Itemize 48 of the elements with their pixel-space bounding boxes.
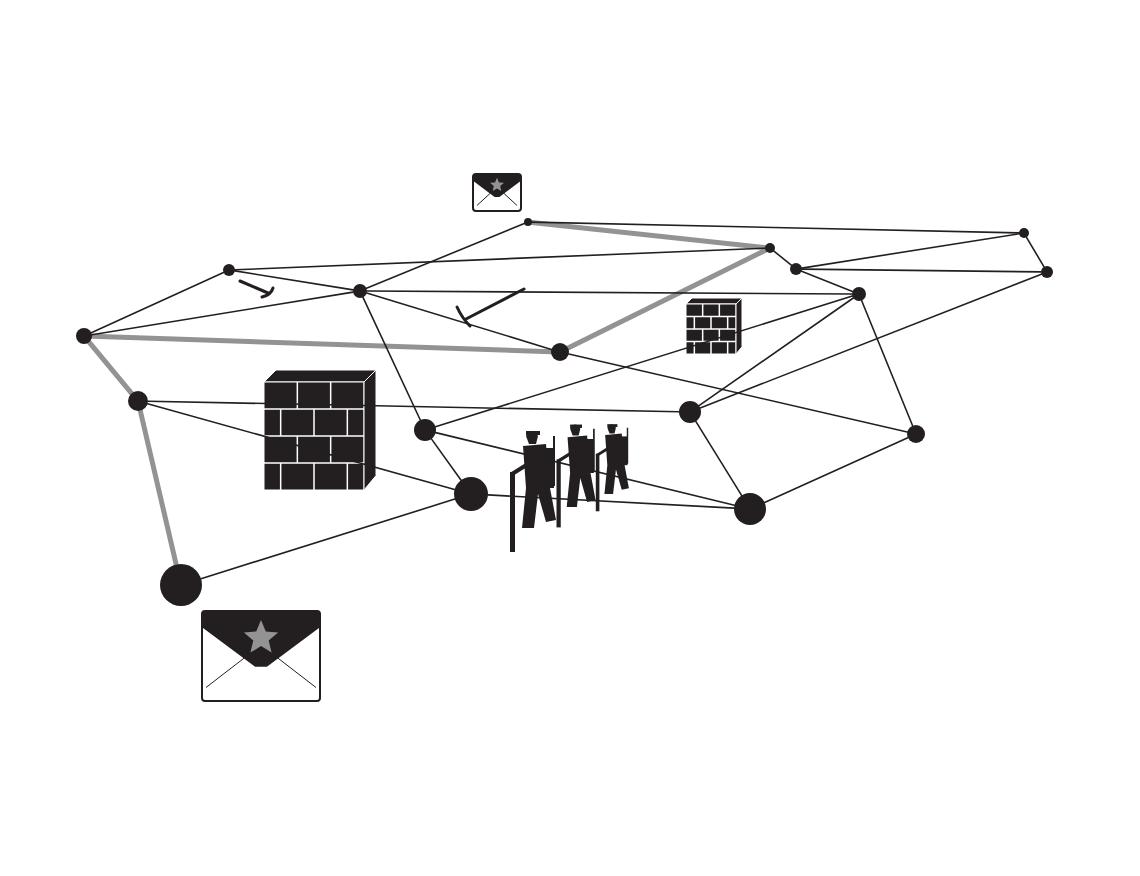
connector-line xyxy=(362,296,422,421)
network-node xyxy=(790,263,802,275)
connector-line xyxy=(699,273,1043,409)
connector-line xyxy=(234,247,766,271)
connector-line xyxy=(529,219,768,250)
network-node xyxy=(734,493,766,525)
connector-line xyxy=(366,290,853,295)
connector-line xyxy=(90,271,225,334)
connector-line xyxy=(434,295,854,428)
connector-line xyxy=(137,408,179,568)
network-node xyxy=(454,477,488,511)
connector-line xyxy=(487,494,735,509)
connector-line xyxy=(86,339,135,396)
network-node xyxy=(223,264,235,276)
connector-line xyxy=(565,247,768,351)
connector-line xyxy=(234,270,354,291)
connector-line xyxy=(91,291,354,336)
connector-line xyxy=(568,353,908,433)
connector-line xyxy=(146,402,456,491)
connector-line xyxy=(200,498,456,580)
network-node xyxy=(765,243,775,253)
connector-line xyxy=(763,436,909,504)
connector-line xyxy=(800,270,854,293)
network-node xyxy=(1019,228,1029,238)
connector-line xyxy=(773,250,793,266)
network-node xyxy=(679,401,701,423)
connector-line xyxy=(695,420,743,497)
connector-line xyxy=(147,400,680,413)
connector-line xyxy=(801,233,1020,269)
network-node xyxy=(852,287,866,301)
connector-line xyxy=(434,431,736,506)
connector-line xyxy=(698,297,855,407)
connector-line xyxy=(801,268,1042,273)
connector-line xyxy=(860,299,914,427)
network-node xyxy=(414,419,436,441)
network-node xyxy=(76,328,92,344)
connector-line xyxy=(365,292,553,351)
network-node xyxy=(524,218,532,226)
network-node xyxy=(353,284,367,298)
connector-line xyxy=(1025,236,1045,268)
connector-line xyxy=(531,221,1020,234)
connector-line xyxy=(430,438,462,481)
network-node xyxy=(128,391,148,411)
network-node xyxy=(1041,266,1053,278)
network-node xyxy=(551,343,569,361)
network-node xyxy=(907,425,925,443)
connector-line xyxy=(365,222,526,290)
network-node xyxy=(160,564,202,606)
